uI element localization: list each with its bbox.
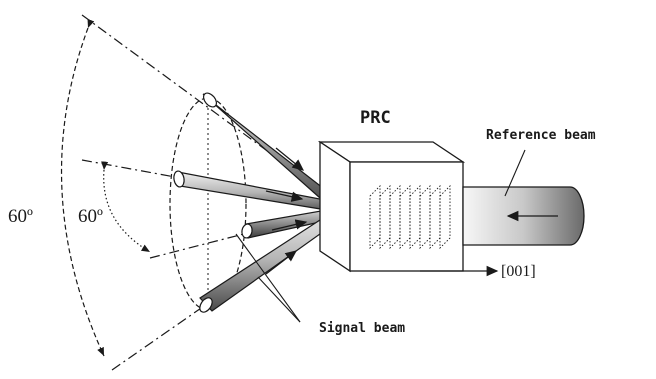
outer-angle-arc xyxy=(60,18,105,357)
guide-lines xyxy=(81,14,346,371)
bottom-beam-arrow xyxy=(265,250,298,275)
prc-label: PRC xyxy=(360,108,391,128)
crystal-side-face xyxy=(319,140,351,273)
signal-beam-top-end xyxy=(202,92,218,108)
top-beam-arrow xyxy=(275,147,305,171)
outer-angle-label: 60º xyxy=(8,206,33,227)
crystal-axis-label: [001] xyxy=(501,263,536,280)
prc-crystal xyxy=(317,140,466,273)
cone-base-ellipse xyxy=(169,97,247,311)
signal-leader-2 xyxy=(257,276,301,323)
lower-beam-arrow xyxy=(271,219,308,231)
inner-angle-label: 60º xyxy=(78,206,103,227)
middle-beam-arrow xyxy=(265,190,304,202)
signal-beam-lower-end xyxy=(241,223,253,239)
crystal-front-face xyxy=(349,161,464,272)
reference-leader xyxy=(504,149,526,197)
signal-beams xyxy=(173,92,352,313)
reference-beam xyxy=(462,186,585,246)
beam-direction-arrows xyxy=(265,147,308,275)
reference-beam-label: Reference beam xyxy=(486,128,596,143)
inner-angle-arc xyxy=(101,161,151,253)
leader-lines xyxy=(235,149,526,323)
signal-leader-1 xyxy=(235,233,301,323)
upper-guide-line xyxy=(81,14,346,209)
grating-stripes xyxy=(369,184,451,250)
signal-beam-middle-end xyxy=(173,170,185,188)
signal-beam-bottom-end xyxy=(199,297,213,313)
signal-beam-label: Signal beam xyxy=(319,321,405,336)
